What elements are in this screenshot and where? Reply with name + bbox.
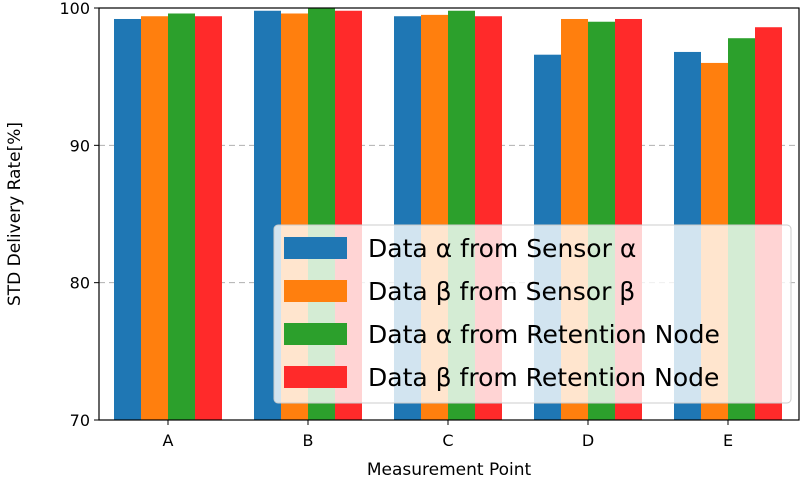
x-tick-label: E xyxy=(723,431,733,450)
legend-swatch xyxy=(284,280,347,302)
legend-label: Data β from Retention Node xyxy=(368,363,719,392)
bar-A-series-1 xyxy=(114,18,141,421)
y-axis-title: STD Delivery Rate[%] xyxy=(5,122,25,306)
legend-label: Data α from Sensor α xyxy=(368,234,636,263)
x-tick-label: C xyxy=(442,431,453,450)
bar-A-series-3 xyxy=(168,13,195,420)
legend: Data α from Sensor α Data β from Sensor β… xyxy=(273,224,792,404)
x-axis-title: Measurement Point xyxy=(367,460,532,480)
y-tick-label: 80 xyxy=(70,274,90,293)
y-tick-label: 90 xyxy=(70,136,90,155)
x-tick-label: D xyxy=(582,431,594,450)
legend-box xyxy=(273,224,792,404)
legend-swatch xyxy=(284,366,347,388)
y-tick-label: 100 xyxy=(59,0,90,18)
bar-A-series-2 xyxy=(141,16,168,421)
y-tick-label: 70 xyxy=(70,411,90,430)
bar-A-series-4 xyxy=(195,16,222,421)
legend-swatch xyxy=(284,323,347,345)
plot-frame xyxy=(98,7,800,421)
legend-label: Data β from Sensor β xyxy=(368,277,635,306)
legend-label: Data α from Retention Node xyxy=(368,320,720,349)
x-tick-label: B xyxy=(303,431,314,450)
x-tick-label: A xyxy=(163,431,174,450)
legend-swatch xyxy=(284,237,347,259)
